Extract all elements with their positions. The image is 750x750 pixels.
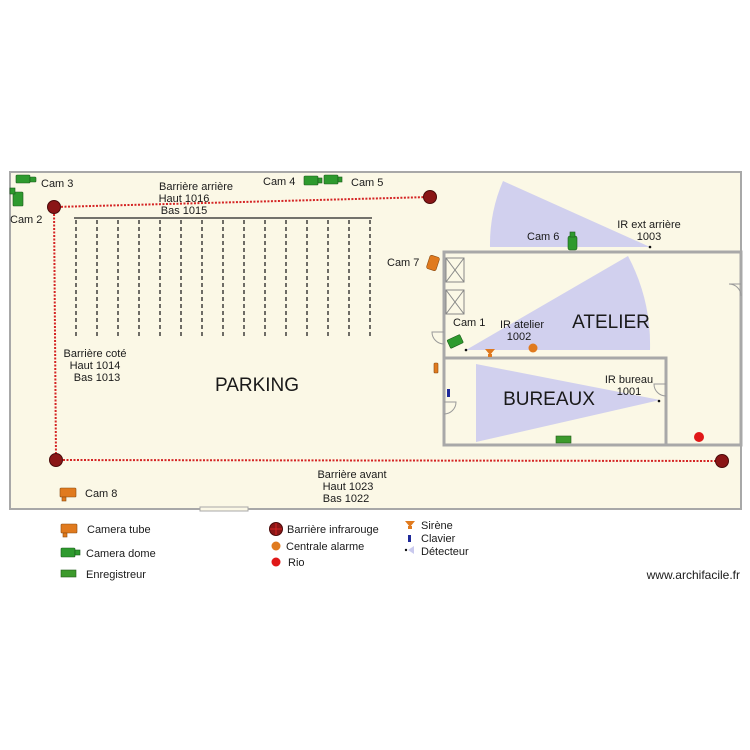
detector-ir-atelier (464, 348, 468, 352)
barrier-front-high: Haut 1023 (323, 481, 374, 493)
camera-cam5 (323, 174, 343, 185)
legend-keypad: Clavier (421, 533, 456, 545)
camera-cam1 (446, 334, 464, 349)
watermark: www.archifacile.fr (646, 568, 740, 582)
cam8-label: Cam 8 (85, 488, 117, 500)
detector-atelier-title: IR atelier (500, 319, 544, 331)
legend-ir-barrier: Barrière infrarouge (287, 524, 379, 536)
camera-cam4 (303, 175, 323, 186)
legend-recorder: Enregistreur (86, 569, 146, 581)
door-atelier-left (431, 331, 445, 345)
rio (694, 432, 704, 442)
legend-alarm-panel: Centrale alarme (286, 541, 364, 553)
detector-bureau-id: 1001 (617, 386, 641, 398)
camera-cam7 (426, 255, 440, 271)
legend-rio: Rio (288, 557, 305, 569)
detector-ir-ext (648, 245, 652, 249)
legend-detector: Détecteur (421, 546, 469, 558)
legend-camera-tube: Camera tube (87, 524, 151, 536)
legend-dome-symbol (60, 547, 81, 558)
detector-ext-id: 1003 (637, 231, 661, 243)
keypad (447, 389, 450, 397)
barrier-rear-low: Bas 1015 (161, 205, 207, 217)
barrier-post (47, 200, 61, 214)
legend-camera-dome: Camera dome (86, 548, 156, 560)
door-atelier-right (728, 283, 742, 297)
detector-atelier-id: 1002 (507, 331, 531, 343)
barrier-post (423, 190, 437, 204)
legend-keypad-symbol (408, 535, 411, 542)
storage-racks (445, 257, 465, 315)
cam6-label: Cam 6 (527, 231, 559, 243)
recorder (555, 435, 572, 444)
cam2-label: Cam 2 (10, 214, 42, 226)
area-label-atelier: ATELIER (572, 312, 650, 333)
camera-cam3 (15, 174, 37, 184)
barrier-rear-high: Haut 1016 (159, 193, 210, 205)
door-bureaux-left (443, 401, 457, 415)
area-label-bureaux: BUREAUX (503, 389, 595, 410)
parking-spaces (74, 217, 372, 338)
barrier-beam-front (55, 459, 723, 462)
legend-rio-symbol (271, 557, 281, 567)
cam4-label: Cam 4 (263, 176, 295, 188)
barrier-beams (53, 196, 723, 462)
legend-barrier-symbol (269, 522, 283, 536)
barrier-side-title: Barrière coté (64, 348, 127, 360)
legend-alarm-symbol (271, 541, 281, 551)
tube-cameras (59, 255, 440, 538)
barrier-rear-title: Barrière arrière (159, 181, 233, 193)
coverage-ir-bureau (476, 364, 660, 442)
alarm-panel (528, 343, 538, 353)
detector-ext-title: IR ext arrière (617, 219, 681, 231)
dome-cameras (9, 174, 578, 558)
legend-detector-symbol (404, 546, 414, 554)
camera-cam8 (59, 487, 77, 502)
barrier-side-high: Haut 1014 (70, 360, 121, 372)
barrier-posts (47, 190, 729, 468)
barrier-beam-rear (53, 196, 431, 208)
cam3-label: Cam 3 (41, 178, 73, 190)
detector-ir-bureau (657, 399, 661, 403)
legend-recorder-symbol (60, 569, 77, 578)
barrier-side-low: Bas 1013 (74, 372, 120, 384)
area-label-parking: PARKING (215, 375, 299, 396)
cam5-label: Cam 5 (351, 177, 383, 189)
camera-cam6 (567, 231, 578, 251)
siren-atelier (433, 362, 439, 374)
legend-symbols (60, 521, 415, 578)
camera-cam2 (9, 187, 24, 207)
legend-siren-symbol (405, 521, 415, 529)
barrier-post (49, 453, 63, 467)
detector-bureau-title: IR bureau (605, 374, 653, 386)
door-bureaux-right (653, 383, 667, 397)
legend-tube-symbol (60, 523, 78, 538)
coverage-ir-ext-arriere (489, 181, 650, 247)
doors (431, 283, 742, 415)
barrier-beam-side (53, 206, 57, 461)
cam7-label: Cam 7 (387, 257, 419, 269)
coverage-ir-atelier (466, 256, 651, 350)
gate-front (199, 506, 249, 512)
legend-siren: Sirène (421, 520, 453, 532)
labels: PARKING ATELIER BUREAUX Cam 3 Cam 2 Cam … (10, 176, 740, 582)
barrier-front-low: Bas 1022 (323, 493, 369, 505)
cam1-label: Cam 1 (453, 317, 485, 329)
siren (485, 349, 495, 357)
barrier-post (715, 454, 729, 468)
barrier-front-title: Barrière avant (317, 469, 386, 481)
